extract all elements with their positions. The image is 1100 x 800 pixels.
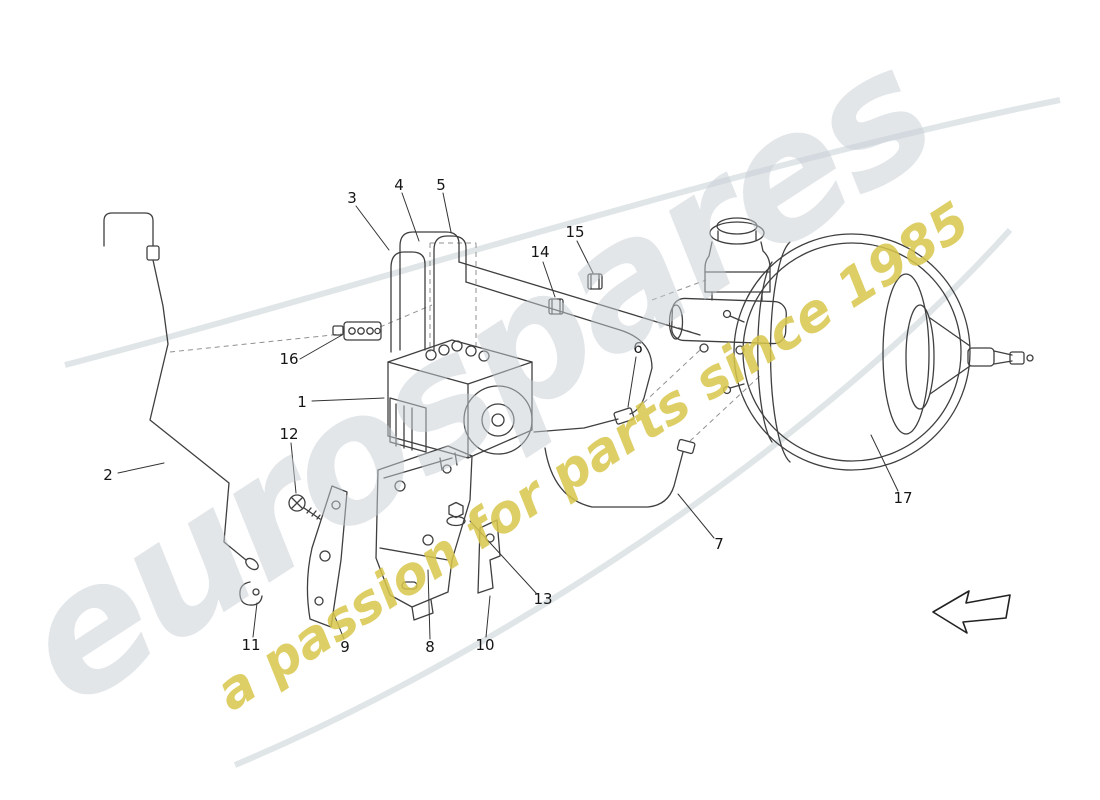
callout-2[interactable]: 2: [103, 466, 113, 484]
callout-4[interactable]: 4: [394, 176, 404, 194]
mounting-screw-12: [288, 494, 321, 520]
bracket-10: [477, 519, 501, 594]
brake-pipe-7: [544, 438, 696, 508]
callout-13[interactable]: 13: [533, 590, 552, 608]
pipe-clip-14: [548, 298, 564, 315]
leader-lines: [117, 192, 899, 640]
brake-pipes-top: [390, 231, 701, 433]
brake-pipe-left: [103, 212, 259, 571]
logo-swoosh: [64, 97, 1061, 768]
callout-6[interactable]: 6: [633, 339, 643, 357]
union-fitting-6: [613, 407, 635, 425]
pipe-clamp-16: [332, 321, 382, 341]
bracket-8: [375, 445, 473, 621]
master-cylinder-reservoir: [668, 217, 787, 355]
callout-9[interactable]: 9: [340, 638, 350, 656]
callout-1[interactable]: 1: [297, 393, 307, 411]
pipe-clip-15: [587, 273, 603, 290]
callout-15[interactable]: 15: [565, 223, 584, 241]
pipe-clip-11: [239, 581, 263, 606]
callout-5[interactable]: 5: [436, 176, 446, 194]
abs-hydraulic-unit: [387, 339, 533, 471]
construction-dashed-lines: [169, 242, 763, 442]
callout-12[interactable]: 12: [279, 425, 298, 443]
callout-3[interactable]: 3: [347, 189, 357, 207]
callout-11[interactable]: 11: [241, 636, 260, 654]
callout-8[interactable]: 8: [425, 638, 435, 656]
callout-10[interactable]: 10: [475, 636, 494, 654]
bolt-13: [446, 501, 466, 527]
drawing-parts: [103, 192, 1034, 640]
direction-arrow-icon: [932, 590, 1011, 634]
bracket-9: [306, 485, 348, 628]
callout-17[interactable]: 17: [893, 489, 912, 507]
callout-7[interactable]: 7: [714, 535, 724, 553]
callouts: 1 2 3 4 5 6 7 8 9 10 11 12 13 14 15 16 1…: [103, 176, 912, 656]
callout-16[interactable]: 16: [279, 350, 298, 368]
callout-14[interactable]: 14: [530, 243, 549, 261]
